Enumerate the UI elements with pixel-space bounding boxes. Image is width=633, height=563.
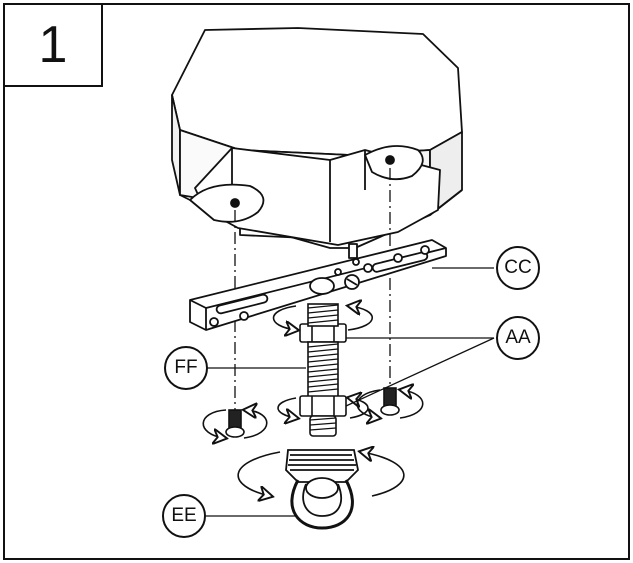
leader-lines — [204, 267, 495, 517]
step-number-box — [3, 3, 103, 87]
step-number: 1 — [38, 16, 68, 74]
nipple-threads — [307, 304, 339, 431]
callout-ee: EE — [162, 494, 206, 538]
callout-cc: CC — [496, 246, 540, 290]
callout-ff: FF — [164, 346, 208, 390]
callout-aa: AA — [496, 316, 540, 360]
rotation-arrows — [202, 306, 424, 496]
ceiling-canopy — [171, 27, 463, 249]
loop-hook — [285, 449, 359, 530]
outer-frame — [3, 3, 630, 560]
alignment-guides — [234, 168, 391, 412]
crossbar-bracket — [189, 239, 447, 331]
mounting-screw-right — [380, 387, 400, 416]
mounting-screw-left — [225, 409, 245, 438]
